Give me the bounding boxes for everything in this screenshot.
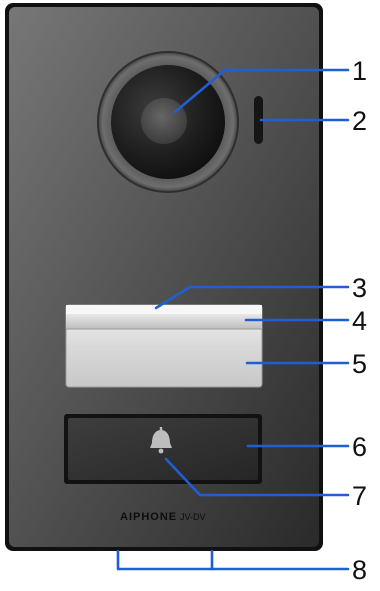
camera-ring-edge: [97, 51, 239, 193]
camera-lens: [97, 51, 239, 193]
leader-lines: [116, 68, 350, 571]
callout-number-8: 8: [352, 555, 367, 585]
callout-number-5: 5: [352, 349, 367, 379]
microphone: [254, 96, 263, 144]
callout-number-3: 3: [352, 273, 367, 303]
nameplate: [65, 304, 263, 388]
leader-line-1: [173, 68, 350, 114]
model-name: JV-DV: [180, 512, 206, 522]
panel-face: [9, 7, 319, 547]
bell-icon: [150, 427, 172, 454]
callout-number-2: 2: [352, 106, 367, 136]
camera-inner-lens: [141, 98, 187, 144]
callout-number-7: 7: [352, 481, 367, 511]
microphone-slot: [254, 96, 263, 144]
leader-line-3: [154, 285, 350, 310]
leader-line-7: [164, 457, 350, 497]
call-button: [64, 414, 262, 484]
callout-numbers: 1 2 3 4 5 6 7 8: [352, 56, 367, 585]
brand-name: AIPHONE: [120, 511, 177, 523]
leader-line-8: [116, 549, 214, 571]
nameplate-top: [66, 305, 262, 314]
call-button-face: [68, 418, 258, 480]
nameplate-strip: [66, 314, 262, 329]
callout-number-6: 6: [352, 432, 367, 462]
brand-label: AIPHONE JV-DV: [120, 511, 206, 523]
callout-number-1: 1: [352, 56, 367, 86]
callout-number-4: 4: [352, 306, 367, 336]
